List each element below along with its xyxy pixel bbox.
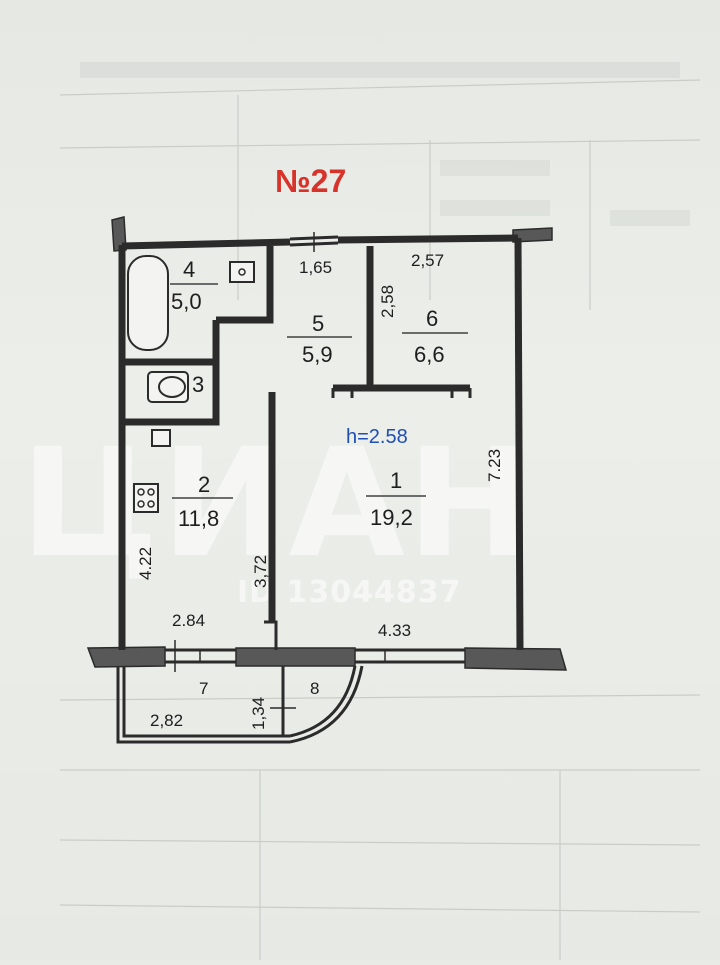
plan-number: №27 [275,163,346,199]
room-8-number: 8 [310,679,319,698]
kitchen-sink-icon [151,429,171,447]
watermark-brand: ЦИАН [20,417,534,591]
bathtub-icon [127,255,169,351]
room-6-number: 6 [426,306,438,331]
room-1-area: 19,2 [370,505,413,530]
dim-living-width: 4.33 [378,621,411,640]
stove-icon [133,483,159,513]
room-7-number: 7 [199,679,208,698]
ceiling-height: h=2.58 [346,426,408,448]
room-4-number: 4 [183,257,195,282]
dim-partition-length: 3,72 [251,555,270,588]
room-3-number: 3 [192,372,204,397]
exterior-walls [86,216,567,671]
dim-top-window: 1,65 [299,258,332,277]
room-labels: 4 5,0 5 5,9 6 6,6 3 2 11,8 1 19,2 7 8 h=… [170,257,468,698]
room-4-area: 5,0 [171,289,202,314]
walls [116,232,524,744]
dimension-labels: 1,65 2,57 2,58 7.23 4.22 3,72 2.84 4.33 … [136,251,504,730]
room-2-number: 2 [198,472,210,497]
dim-right-length: 7.23 [485,449,504,482]
dim-loggia-depth: 1,34 [249,697,268,730]
dim-kitchen-width: 2.84 [172,611,205,630]
background-table [59,62,701,960]
sink-icon [229,261,255,283]
fixtures [127,255,255,513]
room-2-area: 11,8 [178,506,219,531]
room-6-area: 6,6 [414,342,445,367]
room-5-area: 5,9 [302,342,333,367]
dim-left-length: 4.22 [136,547,155,580]
room-1-number: 1 [390,468,402,493]
dim-room6-depth: 2,58 [378,285,397,318]
dim-balcony-width: 2,82 [150,711,183,730]
dim-room6-width: 2,57 [411,251,444,270]
room-5-number: 5 [312,311,324,336]
